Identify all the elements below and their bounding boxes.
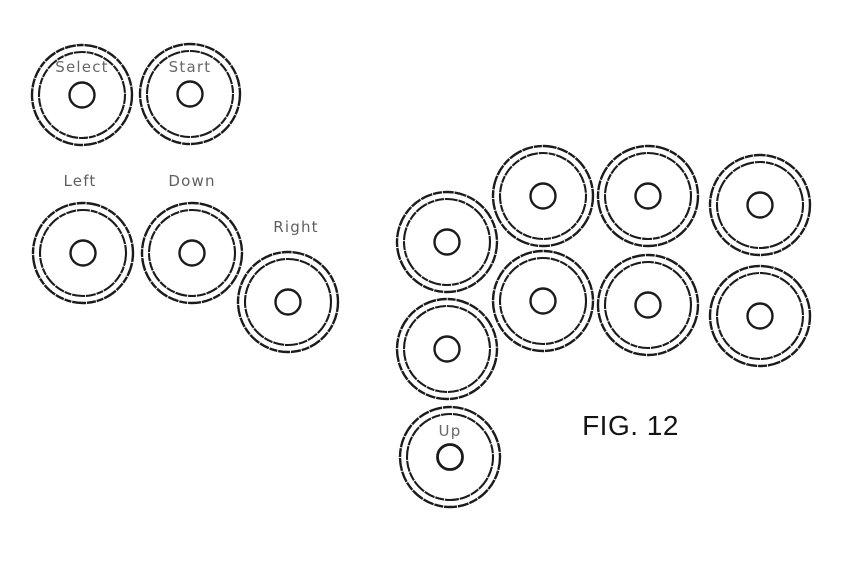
button-rings-icon (491, 144, 595, 248)
action-button-4 (491, 249, 595, 353)
button-rings-icon (398, 405, 502, 509)
button-rings-icon (236, 250, 340, 354)
start-button: Start (138, 42, 242, 146)
select-button-label: Select (55, 58, 109, 76)
right-button (236, 250, 340, 354)
down-button-label: Down (168, 172, 216, 190)
action-button-8 (708, 264, 812, 368)
button-rings-icon (395, 297, 499, 401)
up-button: Up (398, 405, 502, 509)
button-rings-icon (708, 264, 812, 368)
figure-caption: FIG. 12 (582, 410, 679, 441)
action-button-3 (491, 144, 595, 248)
button-rings-icon (30, 43, 134, 147)
button-rings-icon (395, 190, 499, 294)
button-rings-icon (596, 144, 700, 248)
button-rings-icon (138, 42, 242, 146)
action-button-6 (596, 253, 700, 357)
action-button-2 (395, 297, 499, 401)
start-button-label: Start (168, 58, 212, 76)
down-button (140, 201, 244, 305)
left-button (31, 201, 135, 305)
right-button-label: Right (273, 218, 319, 236)
button-rings-icon (708, 153, 812, 257)
select-button: Select (30, 43, 134, 147)
action-button-5 (596, 144, 700, 248)
up-button-label: Up (438, 422, 462, 440)
action-button-7 (708, 153, 812, 257)
button-rings-icon (491, 249, 595, 353)
left-button-label: Left (63, 172, 97, 190)
button-rings-icon (596, 253, 700, 357)
button-rings-icon (31, 201, 135, 305)
action-button-1 (395, 190, 499, 294)
button-rings-icon (140, 201, 244, 305)
